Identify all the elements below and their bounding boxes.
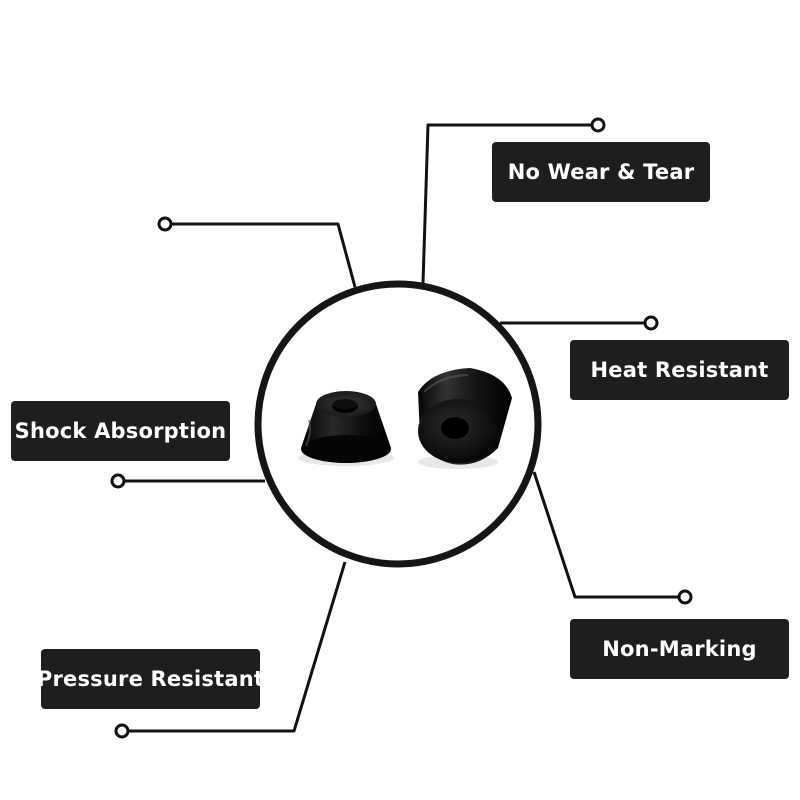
callout-dot-icon (114, 723, 130, 739)
callout-dots (110, 117, 693, 739)
product-frame-circle (254, 280, 542, 568)
connector-pressure-resistant (122, 561, 347, 733)
callout-dot-icon (590, 117, 606, 133)
feature-label-non-marking: Non-Marking (570, 619, 789, 679)
feature-label-pressure-resistant: Pressure Resistant (37, 649, 264, 709)
callout-dot-icon (157, 216, 173, 232)
feature-label-shock-absorption: Shock Absorption (11, 401, 230, 461)
connector-non-marking (532, 471, 685, 599)
callout-dot-icon (643, 315, 659, 331)
rubber-feet-product-image (298, 368, 512, 469)
connector-no-wear-tear (421, 123, 598, 284)
callout-dot-icon (110, 473, 126, 489)
callout-dot-icon (677, 589, 693, 605)
feature-label-no-wear-tear: No Wear & Tear (492, 142, 710, 202)
feature-label-heat-resistant: Heat Resistant (570, 340, 789, 400)
connector-lines (118, 123, 685, 733)
connector-shock-absorption-top (165, 222, 357, 288)
